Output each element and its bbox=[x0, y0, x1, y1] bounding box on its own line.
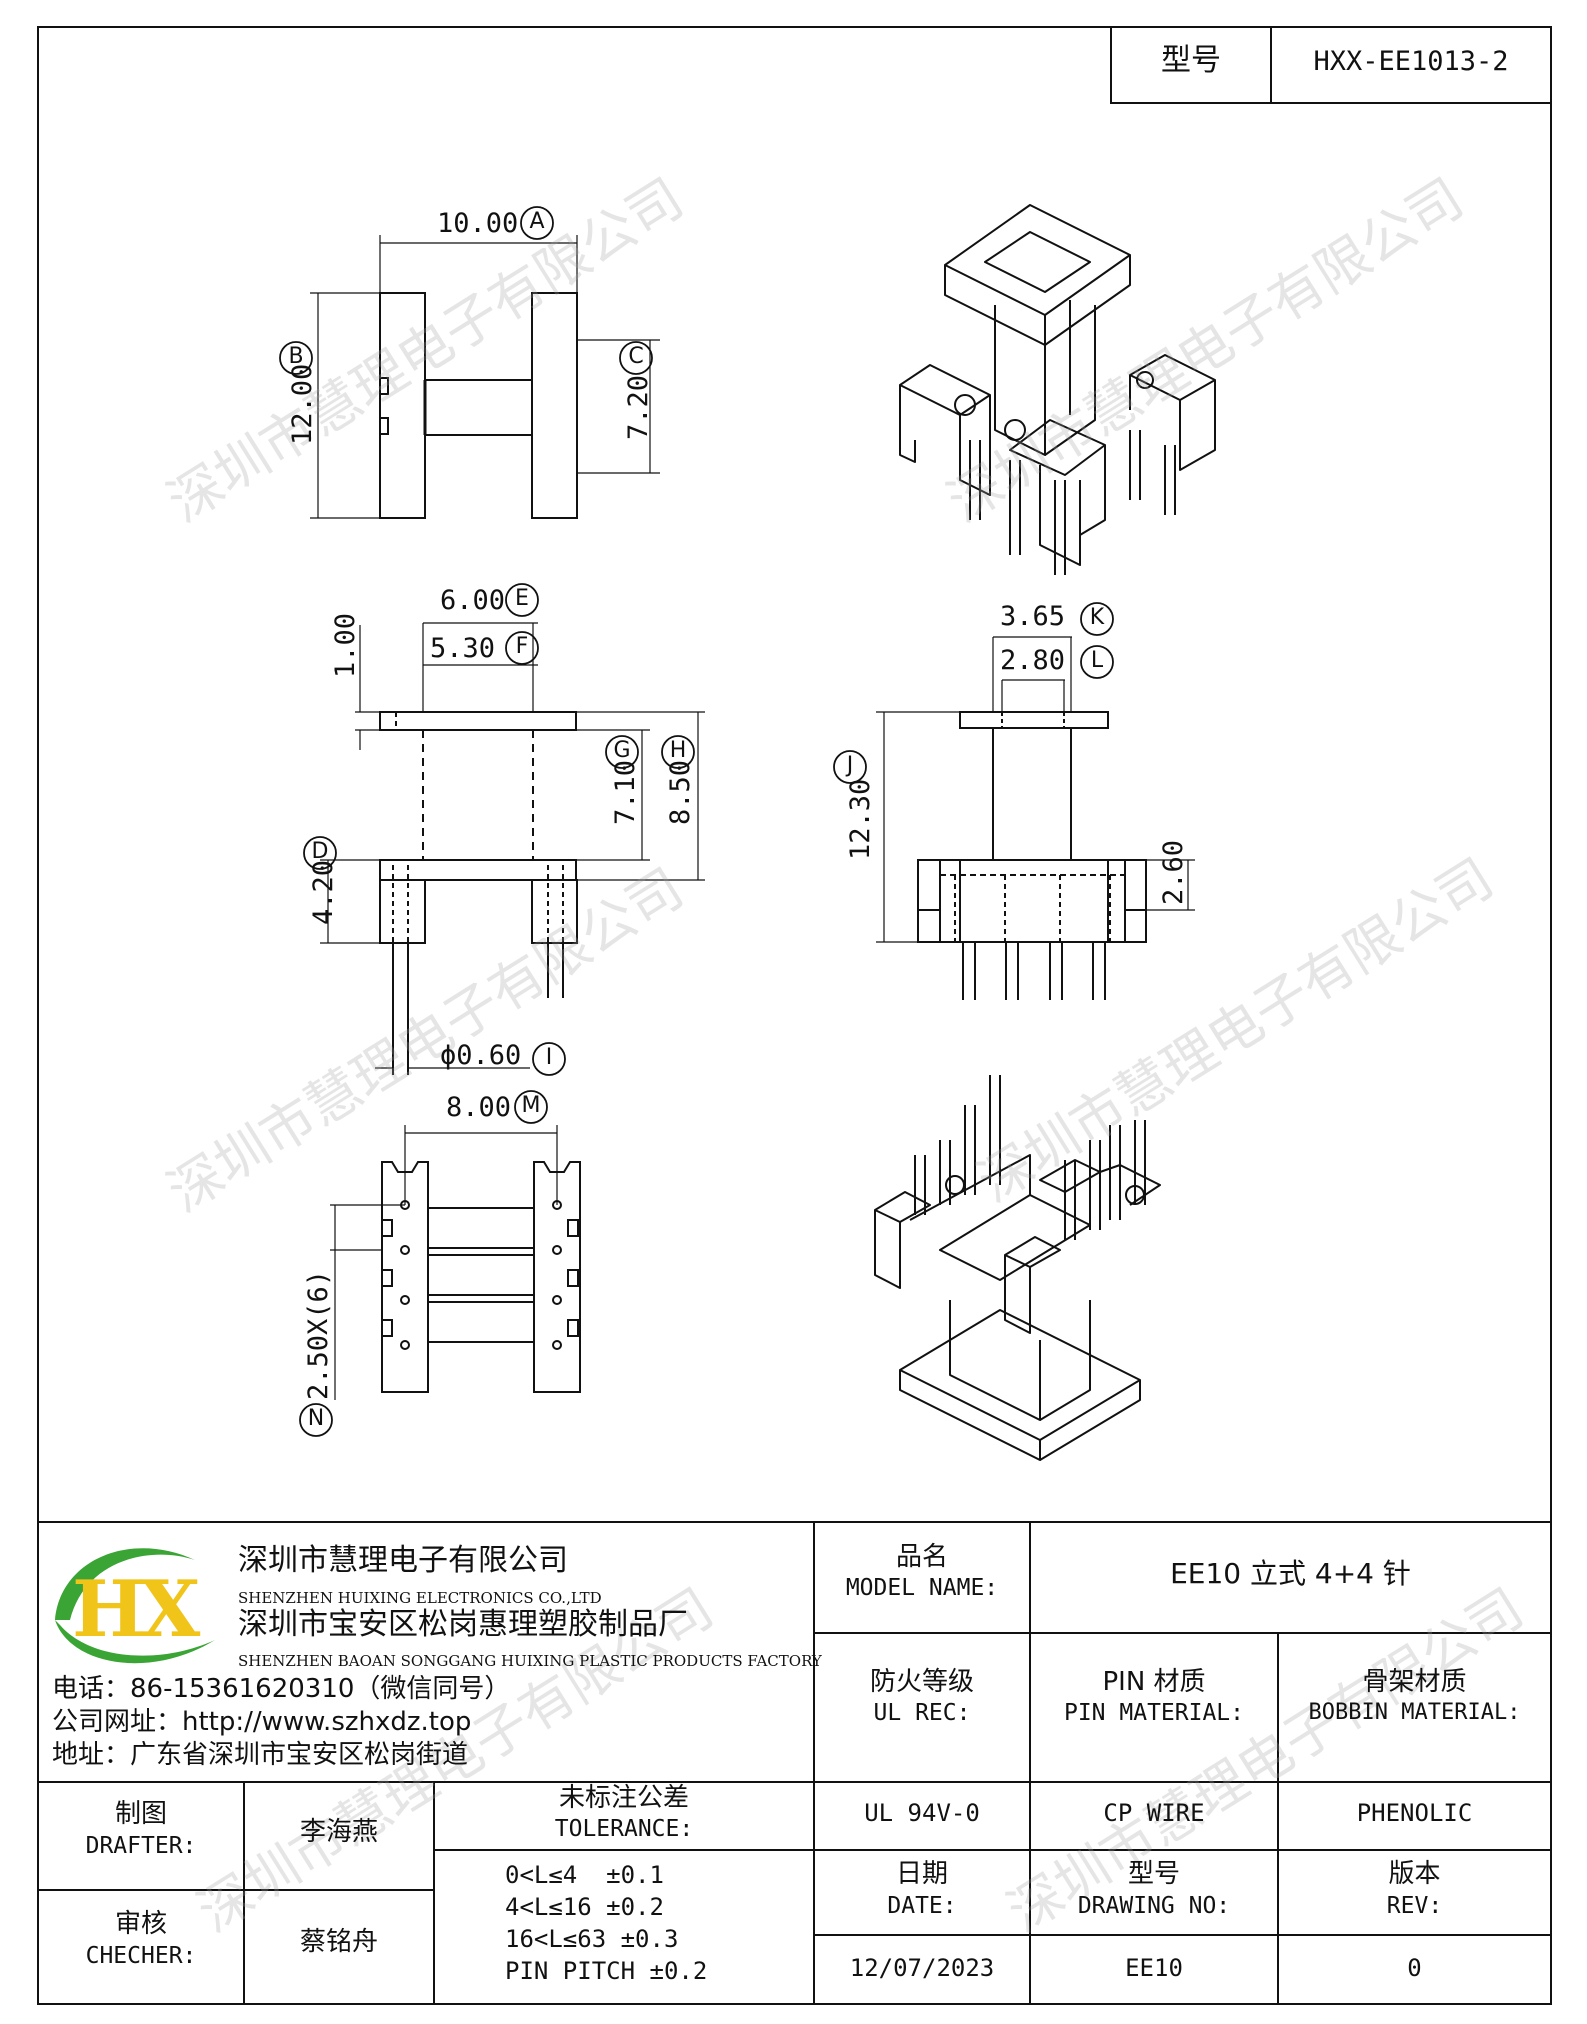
checker-name: 蔡铭舟 bbox=[299, 1927, 378, 1957]
tolerance-line-2: 4<L≤16 ±0.2 bbox=[505, 1893, 664, 1921]
dim-L: 2.80 bbox=[1000, 645, 1066, 676]
dim-A: 10.00 bbox=[437, 208, 519, 239]
pin-material-cn: PIN 材质 bbox=[1102, 1667, 1206, 1697]
ul-rec-en: UL REC: bbox=[873, 1700, 971, 1726]
tolerance-cn: 未标注公差 bbox=[558, 1783, 689, 1813]
callout-C: C bbox=[628, 344, 644, 369]
model-name-cn: 品名 bbox=[895, 1542, 948, 1572]
drafter-name: 李海燕 bbox=[299, 1817, 378, 1847]
dim-J: 12.30 bbox=[845, 778, 876, 860]
iso-view-top bbox=[899, 204, 1216, 575]
dim-side-h: 2.60 bbox=[1158, 839, 1189, 905]
dim-K: 3.65 bbox=[1000, 601, 1066, 632]
model-name-value: EE10 立式 4+4 针 bbox=[1170, 1557, 1411, 1590]
rev-value: 0 bbox=[1407, 1954, 1422, 1982]
pin-material-en: PIN MATERIAL: bbox=[1063, 1700, 1244, 1726]
callout-M: M bbox=[521, 1093, 541, 1118]
dim-E: 6.00 bbox=[440, 585, 506, 616]
top-view bbox=[310, 235, 660, 519]
title-block-grid bbox=[38, 1521, 1551, 2004]
dim-C: 7.20 bbox=[623, 374, 654, 440]
tolerance-line-3: 16<L≤63 ±0.3 bbox=[505, 1925, 679, 1953]
header-model-value: HXX-EE1013-2 bbox=[1313, 46, 1509, 77]
tolerance-line-1: 0<L≤4 ±0.1 bbox=[505, 1861, 664, 1889]
callout-F: F bbox=[515, 634, 529, 659]
dim-top-gap: 1.00 bbox=[330, 612, 361, 678]
company-logo bbox=[55, 1548, 215, 1664]
dim-G: 7.10 bbox=[610, 759, 641, 825]
drawing-no-cn: 型号 bbox=[1127, 1859, 1180, 1889]
bobbin-material-en: BOBBIN MATERIAL: bbox=[1308, 1700, 1521, 1725]
drawing-no-en: DRAWING NO: bbox=[1077, 1893, 1231, 1919]
header-model-label: 型号 bbox=[1161, 43, 1221, 78]
front-view bbox=[320, 622, 705, 1075]
company-address: 地址：广东省深圳市宝安区松岗街道 bbox=[52, 1740, 469, 1770]
date-en: DATE: bbox=[887, 1893, 957, 1919]
drafter-en: DRAFTER: bbox=[85, 1833, 197, 1859]
pin-material-value: CP WIRE bbox=[1103, 1799, 1205, 1827]
side-view bbox=[876, 636, 1195, 1000]
bottom-view bbox=[330, 1125, 581, 1400]
dim-H: 8.50 bbox=[665, 759, 696, 825]
drawing-no-value: EE10 bbox=[1125, 1954, 1183, 1982]
tolerance-en: TOLERANCE: bbox=[554, 1816, 694, 1842]
company-website: 公司网址：http://www.szhxdz.top bbox=[52, 1707, 472, 1737]
dim-I: ϕ0.60 bbox=[440, 1040, 522, 1071]
dim-N: 2.50X(6) bbox=[303, 1269, 334, 1400]
company-name-cn: 深圳市慧理电子有限公司 bbox=[238, 1543, 568, 1578]
company-name-en: SHENZHEN HUIXING ELECTRONICS CO.,LTD bbox=[238, 1589, 602, 1607]
factory-name-cn: 深圳市宝安区松岗惠理塑胶制品厂 bbox=[238, 1607, 688, 1642]
rev-en: REV: bbox=[1386, 1893, 1443, 1919]
company-phone: 电话：86-15361620310（微信同号） bbox=[52, 1674, 511, 1704]
dim-D: 4.20 bbox=[308, 859, 339, 925]
factory-name-en: SHENZHEN BAOAN SONGGANG HUIXING PLASTIC … bbox=[238, 1652, 822, 1670]
tolerance-line-4: PIN PITCH ±0.2 bbox=[505, 1957, 708, 1985]
rev-cn: 版本 bbox=[1388, 1859, 1441, 1889]
callout-B: B bbox=[288, 344, 304, 369]
dim-M: 8.00 bbox=[446, 1092, 512, 1123]
dim-B: 12.00 bbox=[287, 363, 318, 445]
drafter-cn: 制图 bbox=[114, 1799, 167, 1829]
checker-cn: 审核 bbox=[114, 1909, 167, 1939]
outer-frame bbox=[37, 26, 1552, 2005]
callout-G: G bbox=[613, 738, 631, 763]
dim-F: 5.30 bbox=[430, 633, 496, 664]
callout-D: D bbox=[311, 839, 329, 864]
callout-K: K bbox=[1089, 605, 1105, 630]
date-cn: 日期 bbox=[895, 1859, 948, 1889]
iso-view-bottom bbox=[874, 1075, 1161, 1461]
callout-I: I bbox=[545, 1045, 553, 1070]
bobbin-material-cn: 骨架材质 bbox=[1362, 1667, 1467, 1697]
callout-E: E bbox=[515, 586, 529, 611]
callout-N: N bbox=[307, 1406, 325, 1431]
bobbin-material-value: PHENOLIC bbox=[1356, 1799, 1473, 1827]
callout-H: H bbox=[669, 738, 687, 763]
callout-J: J bbox=[846, 753, 854, 778]
ul-rec-value: UL 94V-0 bbox=[864, 1799, 980, 1827]
header-box bbox=[1110, 26, 1552, 104]
callout-circles bbox=[279, 206, 1114, 1437]
ul-rec-cn: 防火等级 bbox=[869, 1667, 974, 1697]
date-value: 12/07/2023 bbox=[849, 1954, 995, 1982]
model-name-en: MODEL NAME: bbox=[845, 1575, 999, 1601]
logo-text: HX bbox=[72, 1564, 200, 1655]
checker-en: CHECHER: bbox=[85, 1943, 197, 1969]
callout-L: L bbox=[1090, 648, 1104, 673]
callout-A: A bbox=[529, 209, 545, 234]
